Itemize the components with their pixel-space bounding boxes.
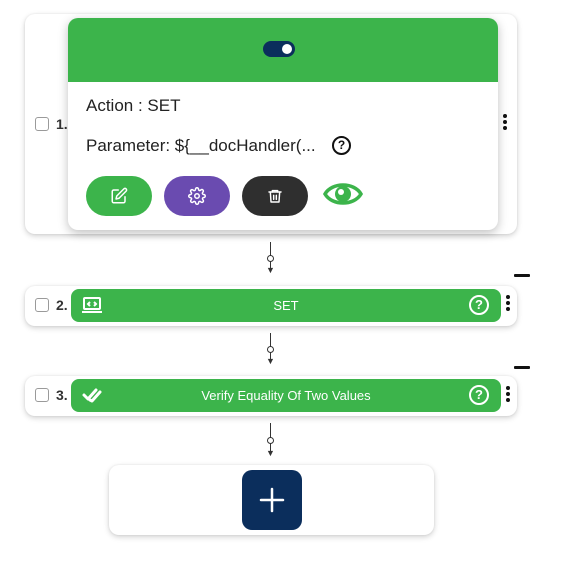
step-detail-popup: Action : SET Parameter: ${__docHandler(.… bbox=[68, 18, 498, 230]
step-menu-3-icon[interactable] bbox=[506, 386, 510, 404]
step-bar-3[interactable]: Verify Equality Of Two Values ? bbox=[71, 379, 501, 412]
action-label: Action : SET bbox=[86, 96, 181, 115]
trash-icon bbox=[268, 189, 282, 203]
connector-3: ▼ bbox=[266, 423, 275, 458]
delete-button[interactable] bbox=[242, 176, 308, 216]
step-help-icon-3[interactable]: ? bbox=[469, 385, 489, 405]
laptop-code-icon bbox=[81, 296, 103, 317]
step-checkbox-1[interactable] bbox=[35, 117, 49, 131]
connector-1: ▼ bbox=[266, 242, 275, 275]
edit-icon bbox=[111, 187, 128, 204]
step-number-1: 1. bbox=[56, 116, 68, 132]
step-menu-1-icon[interactable] bbox=[503, 114, 507, 132]
double-check-icon bbox=[81, 386, 103, 407]
parameter-help-icon[interactable]: ? bbox=[332, 136, 351, 155]
edit-button[interactable] bbox=[86, 176, 152, 216]
step-number-3: 3. bbox=[56, 387, 68, 403]
step-checkbox-2[interactable] bbox=[35, 298, 49, 312]
eye-icon[interactable] bbox=[322, 180, 364, 213]
add-step-card bbox=[109, 465, 434, 535]
settings-button[interactable] bbox=[164, 176, 230, 216]
step-number-2: 2. bbox=[56, 297, 68, 313]
connector-2: ▼ bbox=[266, 333, 275, 366]
step-checkbox-3[interactable] bbox=[35, 388, 49, 402]
plus-icon bbox=[259, 487, 285, 513]
step-bar-2[interactable]: SET ? bbox=[71, 289, 501, 322]
step-title-2: SET bbox=[273, 298, 299, 313]
collapse-icon[interactable] bbox=[514, 366, 530, 369]
toggle-icon[interactable] bbox=[263, 41, 295, 57]
collapse-icon[interactable] bbox=[514, 274, 530, 277]
popup-header bbox=[68, 18, 498, 82]
gear-icon bbox=[188, 187, 206, 205]
step-help-icon-2[interactable]: ? bbox=[469, 295, 489, 315]
parameter-label: Parameter: ${__docHandler(... bbox=[86, 136, 316, 155]
step-menu-2-icon[interactable] bbox=[506, 295, 510, 313]
step-title-3: Verify Equality Of Two Values bbox=[201, 388, 371, 403]
add-step-button[interactable] bbox=[242, 470, 302, 530]
